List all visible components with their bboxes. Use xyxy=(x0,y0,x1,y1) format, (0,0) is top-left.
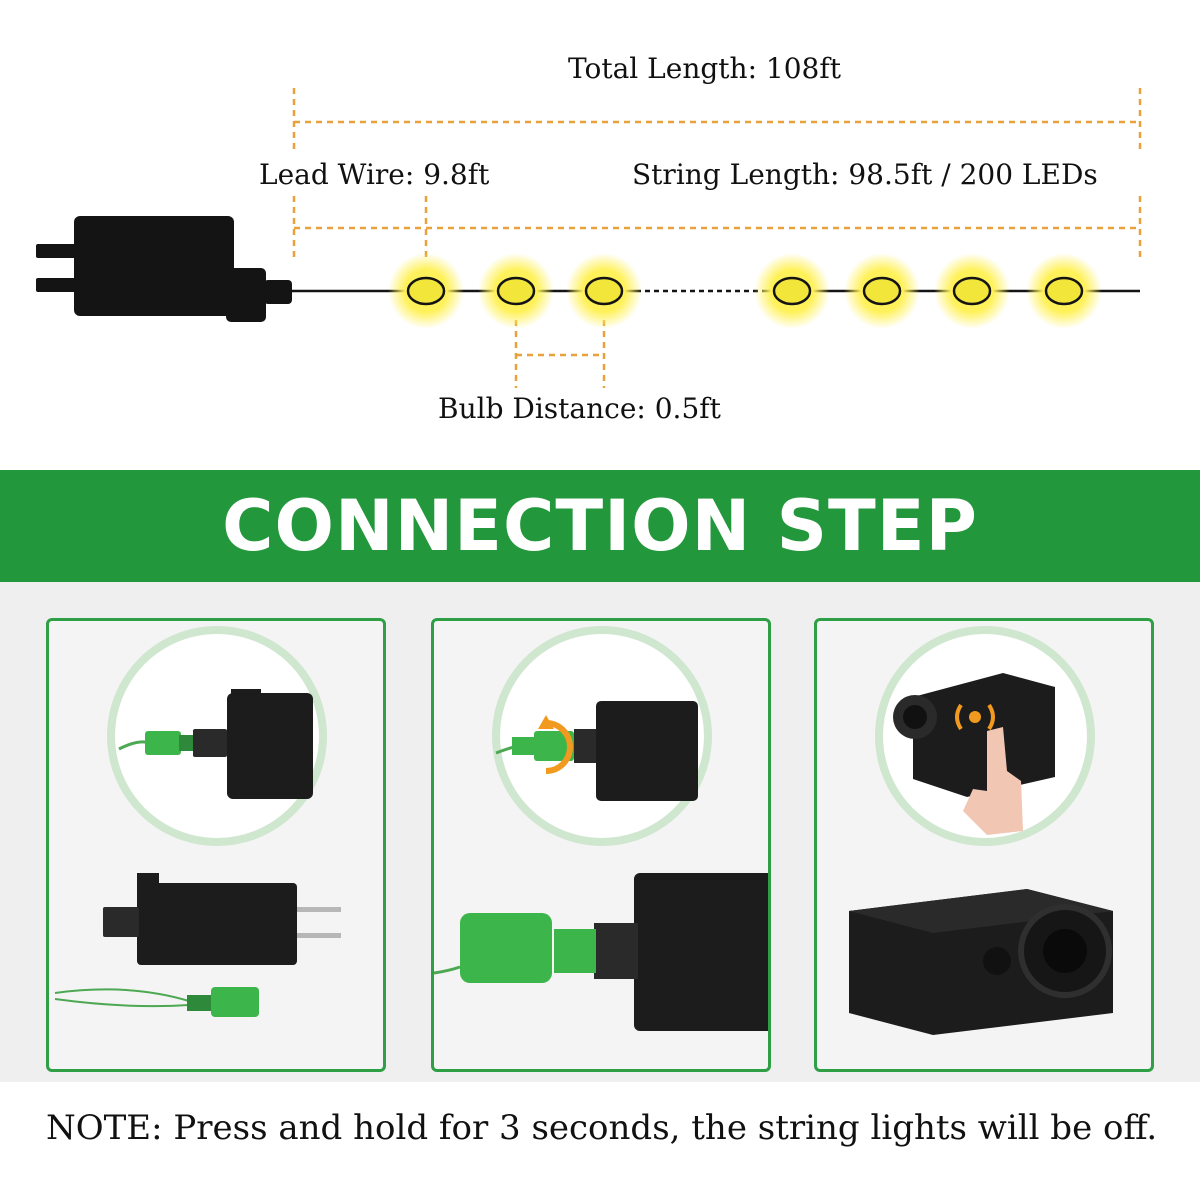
led-bulb-icon xyxy=(388,253,464,329)
green-plug-icon xyxy=(54,987,259,1017)
connection-step-banner: CONNECTION STEP xyxy=(0,470,1200,582)
step-3-illustration xyxy=(849,626,1113,1035)
string-length-dimension-line xyxy=(292,196,1142,262)
controller-box-closeup-icon xyxy=(893,673,1055,797)
led-bulbs xyxy=(388,253,1102,329)
step-2-illustration xyxy=(434,626,768,1031)
twist-connector-large-icon xyxy=(434,873,768,1031)
twist-connector-closeup-icon xyxy=(495,701,698,801)
step-2-panel xyxy=(431,618,771,1072)
led-bulb-icon xyxy=(1026,253,1102,329)
bulb-distance-label: Bulb Distance: 0.5ft xyxy=(438,392,721,425)
power-adapter-icon xyxy=(36,216,292,322)
bulb-distance-dimension-line xyxy=(514,320,606,388)
controller-box-icon xyxy=(849,889,1113,1035)
finger-icon xyxy=(963,727,1023,835)
step-1-illustration xyxy=(54,626,341,1017)
led-bulb-icon xyxy=(566,253,642,329)
total-length-dimension-line xyxy=(292,88,1142,152)
connector-closeup-icon xyxy=(118,689,313,799)
light-string-dimension-diagram xyxy=(36,88,1142,388)
led-bulb-icon xyxy=(844,253,920,329)
step-3-panel xyxy=(814,618,1154,1072)
lead-wire-label: Lead Wire: 9.8ft xyxy=(259,158,490,191)
banner-title: CONNECTION STEP xyxy=(222,485,978,567)
note-text: NOTE: Press and hold for 3 seconds, the … xyxy=(46,1108,1158,1148)
adapter-icon xyxy=(103,873,341,965)
step-1-panel xyxy=(46,618,386,1072)
string-length-label: String Length: 98.5ft / 200 LEDs xyxy=(632,158,1098,191)
led-bulb-icon xyxy=(934,253,1010,329)
rotate-arrow-icon xyxy=(538,715,573,774)
led-bulb-icon xyxy=(754,253,830,329)
press-button-signal-icon xyxy=(955,703,995,731)
total-length-label: Total Length: 108ft xyxy=(568,52,841,85)
led-bulb-icon xyxy=(478,253,554,329)
